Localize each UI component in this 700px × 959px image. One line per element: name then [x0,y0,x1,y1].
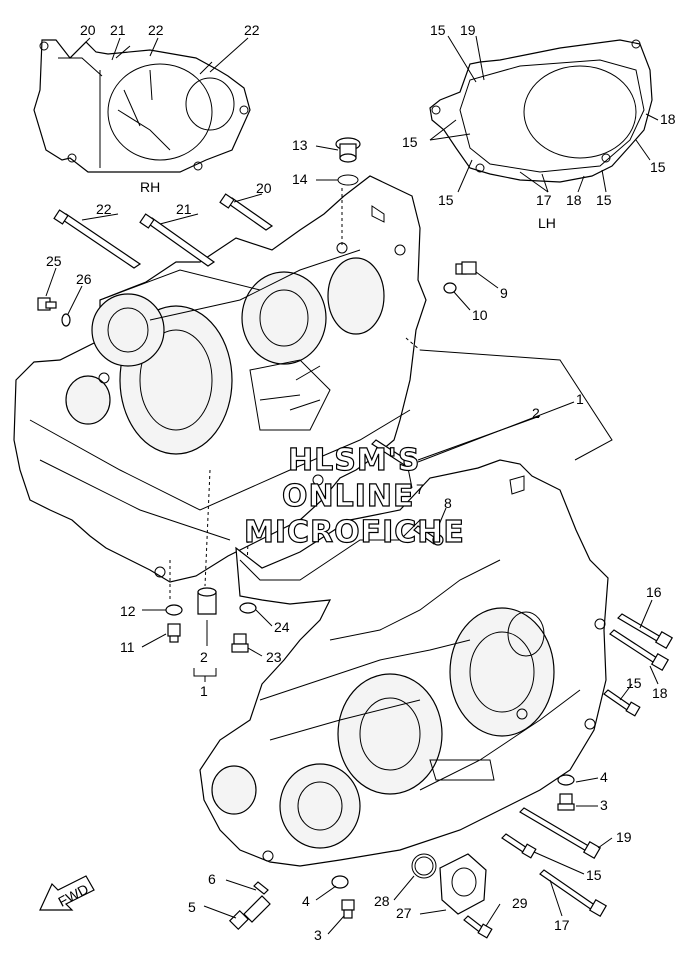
callout-3-bottom: 3 [314,927,322,943]
lh-callout-15d: 15 [650,159,666,175]
callout-20: 20 [256,180,272,196]
callout-5: 5 [188,899,196,915]
callout-8: 8 [444,495,452,511]
lh-callout-15a: 15 [430,22,446,38]
rh-cover-inset: 20 21 22 22 RH [33,22,260,195]
callout-1-top: 1 [576,391,584,407]
callout-19: 19 [616,829,632,845]
callout-10: 10 [472,307,488,323]
crankcase-right-half [13,175,427,583]
watermark-line-1: HLSM'S [288,443,420,478]
lh-cover-inset: 15 19 15 15 17 18 15 15 18 LH [402,22,676,231]
callout-2-bracket: 2 [200,649,208,665]
lh-callout-18a: 18 [660,111,676,127]
fasteners [37,137,674,939]
callout-6: 6 [208,871,216,887]
lh-label: LH [538,215,556,231]
callout-29: 29 [512,895,528,911]
watermark-line-2: ONLINE [282,479,415,514]
callout-21: 21 [176,201,192,217]
callout-27: 27 [396,905,412,921]
callout-15-b: 15 [586,867,602,883]
callout-26: 26 [76,271,92,287]
callout-2-top: 2 [532,405,540,421]
watermark-line-3: MICROFICHE [244,515,465,550]
callout-15-a: 15 [626,675,642,691]
callout-16: 16 [646,584,662,600]
callout-18: 18 [652,685,668,701]
crankcase-left-half [199,459,609,867]
rh-callout-22b: 22 [244,22,260,38]
watermark: HLSM'S ONLINE MICROFICHE [243,442,465,550]
callout-28: 28 [374,893,390,909]
callout-17: 17 [554,917,570,933]
lh-callout-15b: 15 [402,134,418,150]
callout-1-bracket: 1 [200,683,208,699]
leader-lines [45,145,659,935]
callout-4-right: 4 [600,769,608,785]
rh-label: RH [140,179,160,195]
rh-callout-21: 21 [110,22,126,38]
fwd-arrow-icon: FWD [39,875,95,911]
callout-numbers: 22 21 20 25 26 13 14 9 10 1 2 7 8 12 11 … [46,137,668,943]
rh-callout-20: 20 [80,22,96,38]
callout-12: 12 [120,603,136,619]
lh-callout-15e: 15 [596,192,612,208]
callout-13: 13 [292,137,308,153]
callout-4-bottom: 4 [302,893,310,909]
callout-24: 24 [274,619,290,635]
callout-9: 9 [500,285,508,301]
callout-25: 25 [46,253,62,269]
callout-14: 14 [292,171,308,187]
rh-callout-22a: 22 [148,22,164,38]
lh-callout-18b: 18 [566,192,582,208]
callout-3-right: 3 [600,797,608,813]
callout-7: 7 [416,481,424,497]
callout-23: 23 [266,649,282,665]
callout-22: 22 [96,201,112,217]
callout-11: 11 [120,639,135,655]
lh-callout-15c: 15 [438,192,454,208]
lh-callout-17: 17 [536,192,552,208]
lh-callout-19: 19 [460,22,476,38]
